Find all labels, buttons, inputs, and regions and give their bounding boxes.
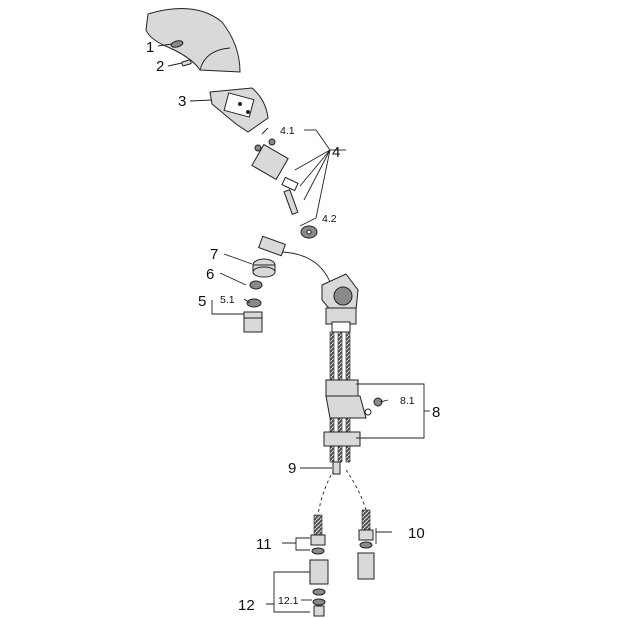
callout-8: 8 <box>432 404 440 421</box>
callout-11: 11 <box>256 536 272 553</box>
valve-assembly-4 <box>251 138 318 239</box>
insert-5 <box>243 298 263 333</box>
fitting-10 <box>357 509 375 580</box>
supply-hoses <box>317 331 367 516</box>
callout-9: 9 <box>288 460 296 477</box>
callout-12-1: 12.1 <box>278 595 299 607</box>
callout-10: 10 <box>408 525 425 542</box>
callout-4: 4 <box>332 144 340 161</box>
ring-7 <box>252 258 276 278</box>
leader-lines <box>157 43 430 613</box>
seal-6 <box>249 280 263 290</box>
callout-1: 1 <box>146 39 154 56</box>
fitting-11 <box>310 514 326 555</box>
callout-12: 12 <box>238 597 255 614</box>
fitting-12 <box>309 559 329 617</box>
callout-6: 6 <box>206 266 214 283</box>
callout-7: 7 <box>210 246 218 263</box>
callout-4-2: 4.2 <box>322 213 337 225</box>
callout-8-1: 8.1 <box>400 395 415 407</box>
callout-4-1: 4.1 <box>280 125 295 137</box>
mounting-bracket-8 <box>323 379 383 447</box>
aerator-1 <box>170 40 184 48</box>
hose-tip-9 <box>332 461 341 475</box>
valve-body <box>321 273 359 333</box>
callout-5-1: 5.1 <box>220 294 235 306</box>
screw-2 <box>181 59 192 67</box>
callout-3: 3 <box>178 93 186 110</box>
connector-hose <box>258 235 331 283</box>
callout-5: 5 <box>198 293 206 310</box>
callout-2: 2 <box>156 58 164 75</box>
spout-body <box>145 8 241 73</box>
sensor-module-3 <box>209 87 269 133</box>
